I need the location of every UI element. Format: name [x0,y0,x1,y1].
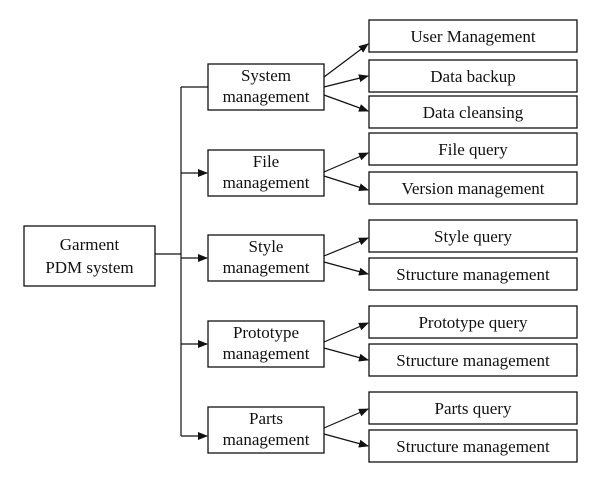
leaf-label: Structure management [396,351,550,370]
module-label-line-1: System [241,66,291,85]
module-label-line-1: Style [249,237,284,256]
leaf-node: Data backup [368,59,578,93]
module-to-child-arrow [323,43,369,78]
leaf-label: Parts query [435,399,512,418]
leaf-label: User Management [410,27,535,46]
module-node-style: Style management [207,234,325,282]
module-node-system: System management [207,63,325,111]
module-to-child-arrow [323,347,369,362]
connectors [155,43,369,448]
leaf-node: Version management [368,171,578,205]
leaf-label: File query [438,140,508,159]
leaf-node: Style query [368,219,578,253]
module-to-child-arrow [323,152,369,173]
module-label-line-1: Parts [249,409,283,428]
leaf-label: Version management [401,179,544,198]
module-to-child-arrow [323,261,369,276]
module-to-child-arrow [323,175,369,192]
module-label-line-2: management [223,258,310,277]
leaf-label: Structure management [396,265,550,284]
leaf-node: Parts query [368,391,578,425]
module-label-line-1: Prototype [233,323,299,342]
module-label-line-2: management [223,344,310,363]
leaf-node: Structure management [368,343,578,377]
module-to-child-arrow [323,94,369,112]
leaf-node: File query [368,132,578,166]
module-label-line-2: management [223,173,310,192]
leaf-label: Data backup [430,67,515,86]
module-label-line-1: File [253,152,279,171]
leaf-node: Prototype query [368,305,578,339]
module-to-child-arrow [323,408,369,429]
leaf-node: Structure management [368,257,578,291]
leaf-label: Style query [434,227,512,246]
module-label-line-2: management [223,87,310,106]
leaf-label: Structure management [396,437,550,456]
root-node: Garment PDM system [23,225,156,287]
leaf-label: Prototype query [418,313,528,332]
module-label-line-2: management [223,430,310,449]
module-to-child-arrow [323,322,369,343]
root-label-line-1: Garment [60,235,120,254]
module-node-prototype: Prototype management [207,320,325,368]
module-to-child-arrow [323,74,369,88]
module-node-file: File management [207,149,325,197]
module-node-parts: Parts management [207,406,325,454]
leaf-node: Structure management [368,429,578,463]
root-label-line-2: PDM system [45,258,133,277]
module-to-child-arrow [323,433,369,448]
leaf-node: Data cleansing [368,95,578,129]
leaf-node: User Management [368,19,578,53]
leaf-label: Data cleansing [423,103,524,122]
module-to-child-arrow [323,237,369,257]
